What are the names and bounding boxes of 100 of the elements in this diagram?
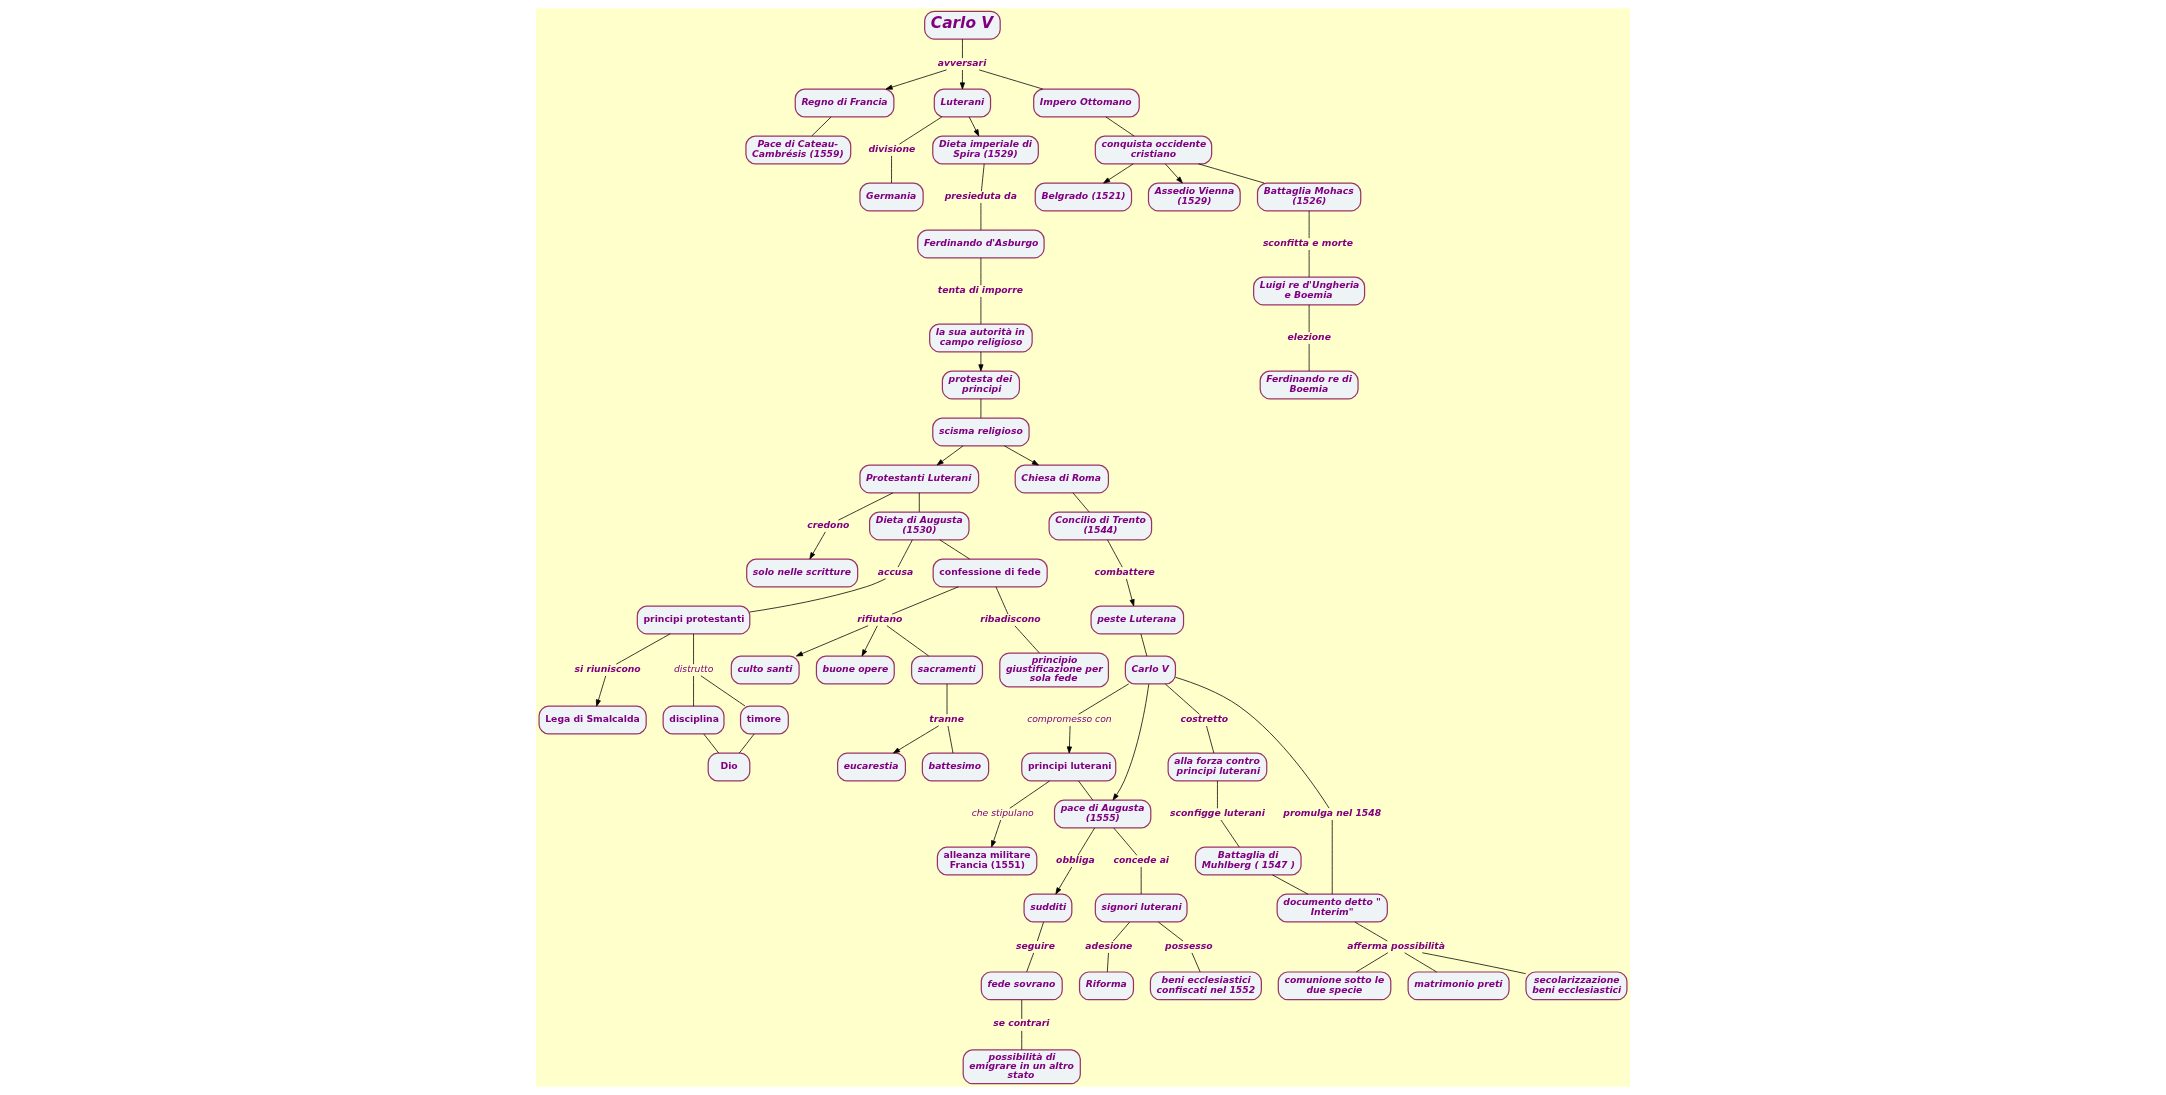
- node-text: si riuniscono: [574, 662, 641, 674]
- node-text: possesso: [1165, 939, 1213, 951]
- node-text: tranne: [929, 712, 964, 724]
- node-text: costretto: [1180, 712, 1229, 724]
- node-text: avversari: [937, 56, 987, 68]
- node-box: Lega di Smalcalda: [538, 705, 647, 735]
- connector: [1354, 921, 1388, 942]
- connector: [1164, 683, 1200, 715]
- node-box: confessione di fede: [932, 558, 1048, 588]
- node-text: promulga nel 1548: [1283, 806, 1382, 818]
- node-box: Assedio Vienna (1529): [1147, 182, 1241, 212]
- node-text: sconfitta e morte: [1262, 236, 1353, 248]
- node-box: fede sovrano: [980, 971, 1063, 1001]
- node-box: scisma religioso: [932, 417, 1030, 447]
- node-box: Battaglia Mohacs (1526): [1256, 182, 1362, 212]
- connector: [891, 155, 892, 184]
- node-box: principi protestanti: [636, 605, 751, 635]
- node-text: seguire: [1015, 939, 1055, 951]
- node-box: Luterani: [933, 88, 992, 118]
- node-box: matrimonio preti: [1407, 971, 1510, 1001]
- arrow: [968, 116, 980, 137]
- node-box: comunione sotto le due specie: [1277, 971, 1392, 1001]
- node-box: Riforma: [1078, 971, 1135, 1001]
- node-box: Germania: [859, 182, 924, 212]
- node-text: combattere: [1094, 565, 1155, 577]
- arrow: [1055, 866, 1073, 895]
- connector: [939, 539, 971, 560]
- connector: [1106, 952, 1109, 973]
- connector: [1077, 827, 1095, 856]
- arrow: [1003, 445, 1039, 466]
- connector: [749, 578, 886, 613]
- node-text: sconfigge luterani: [1170, 806, 1265, 818]
- node-box: Carlo V: [924, 10, 1001, 40]
- node-text: ribadiscono: [980, 612, 1041, 624]
- node-box: protesta dei principi: [941, 370, 1021, 400]
- arrow: [1126, 578, 1135, 607]
- node-text: tenta di imporre: [937, 283, 1023, 295]
- connector: [811, 116, 832, 137]
- connector: [1105, 116, 1135, 137]
- node-text: adesione: [1085, 939, 1133, 951]
- connector: [898, 116, 943, 145]
- connector: [995, 586, 1009, 615]
- arrow: [1164, 163, 1183, 184]
- node-box: Dieta imperiale di Spira (1529): [932, 135, 1039, 165]
- connector: [1112, 921, 1131, 942]
- node-box: eucarestia: [837, 752, 907, 782]
- node-box: alla forza contro principi luterani: [1167, 752, 1268, 782]
- connector: [897, 539, 913, 568]
- node-text: rifiutano: [857, 612, 903, 624]
- connector: [1078, 780, 1094, 801]
- arrow: [1112, 683, 1150, 801]
- connector: [700, 675, 746, 707]
- connector: [1107, 539, 1123, 568]
- node-box: Dieta di Augusta (1530): [868, 511, 970, 541]
- connector: [1140, 633, 1148, 657]
- connector: [1198, 163, 1265, 184]
- arrow: [1066, 725, 1072, 754]
- connector: [1072, 492, 1090, 513]
- connector: [886, 625, 930, 657]
- connector: [738, 733, 755, 754]
- node-box: Ferdinando re di Boemia: [1259, 370, 1359, 400]
- node-box: la sua autorità in campo religioso: [929, 323, 1033, 353]
- node-text: credono: [807, 518, 850, 530]
- node-box: battesimo: [921, 752, 990, 782]
- node-box: Dio: [707, 752, 751, 782]
- connector: [1421, 952, 1527, 975]
- node-box: pace di Augusta (1555): [1053, 799, 1152, 829]
- arrow: [991, 819, 1002, 848]
- connector: [693, 633, 694, 665]
- connector: [1191, 952, 1201, 973]
- connector: [1014, 625, 1040, 654]
- node-text: accusa: [877, 565, 914, 577]
- node-box: Pace di Cateau-Cambrésis (1559): [745, 135, 852, 165]
- node-box: solo nelle scritture: [746, 558, 859, 588]
- node-box: peste Luterana: [1090, 605, 1185, 635]
- connector: [1175, 676, 1330, 809]
- connector: [978, 69, 1044, 90]
- connector: [918, 492, 920, 513]
- arrow: [959, 69, 965, 90]
- node-box: Impero Ottomano: [1033, 88, 1140, 118]
- node-box: sudditi: [1023, 893, 1073, 923]
- node-text: che stipulano: [971, 806, 1034, 818]
- node-text: distrutto: [673, 662, 714, 674]
- connector: [1220, 819, 1240, 848]
- node-text: presieduta da: [944, 189, 1017, 201]
- node-box: Carlo V: [1124, 655, 1177, 685]
- node-text: se contrari: [993, 1017, 1050, 1029]
- node-box: Protestanti Luterani: [859, 464, 980, 494]
- node-box: timore: [739, 705, 789, 735]
- arrow: [796, 625, 869, 657]
- connector: [1036, 921, 1044, 942]
- arrow: [885, 69, 947, 90]
- connector: [962, 38, 963, 59]
- connector: [1113, 827, 1138, 856]
- node-box: Luigi re d'Ungheria e Boemia: [1253, 276, 1366, 306]
- node-box: documento detto " Interim": [1276, 893, 1388, 923]
- arrow: [809, 531, 826, 560]
- connector: [1404, 952, 1437, 973]
- connector: [1272, 874, 1309, 895]
- node-text: obbliga: [1056, 853, 1095, 865]
